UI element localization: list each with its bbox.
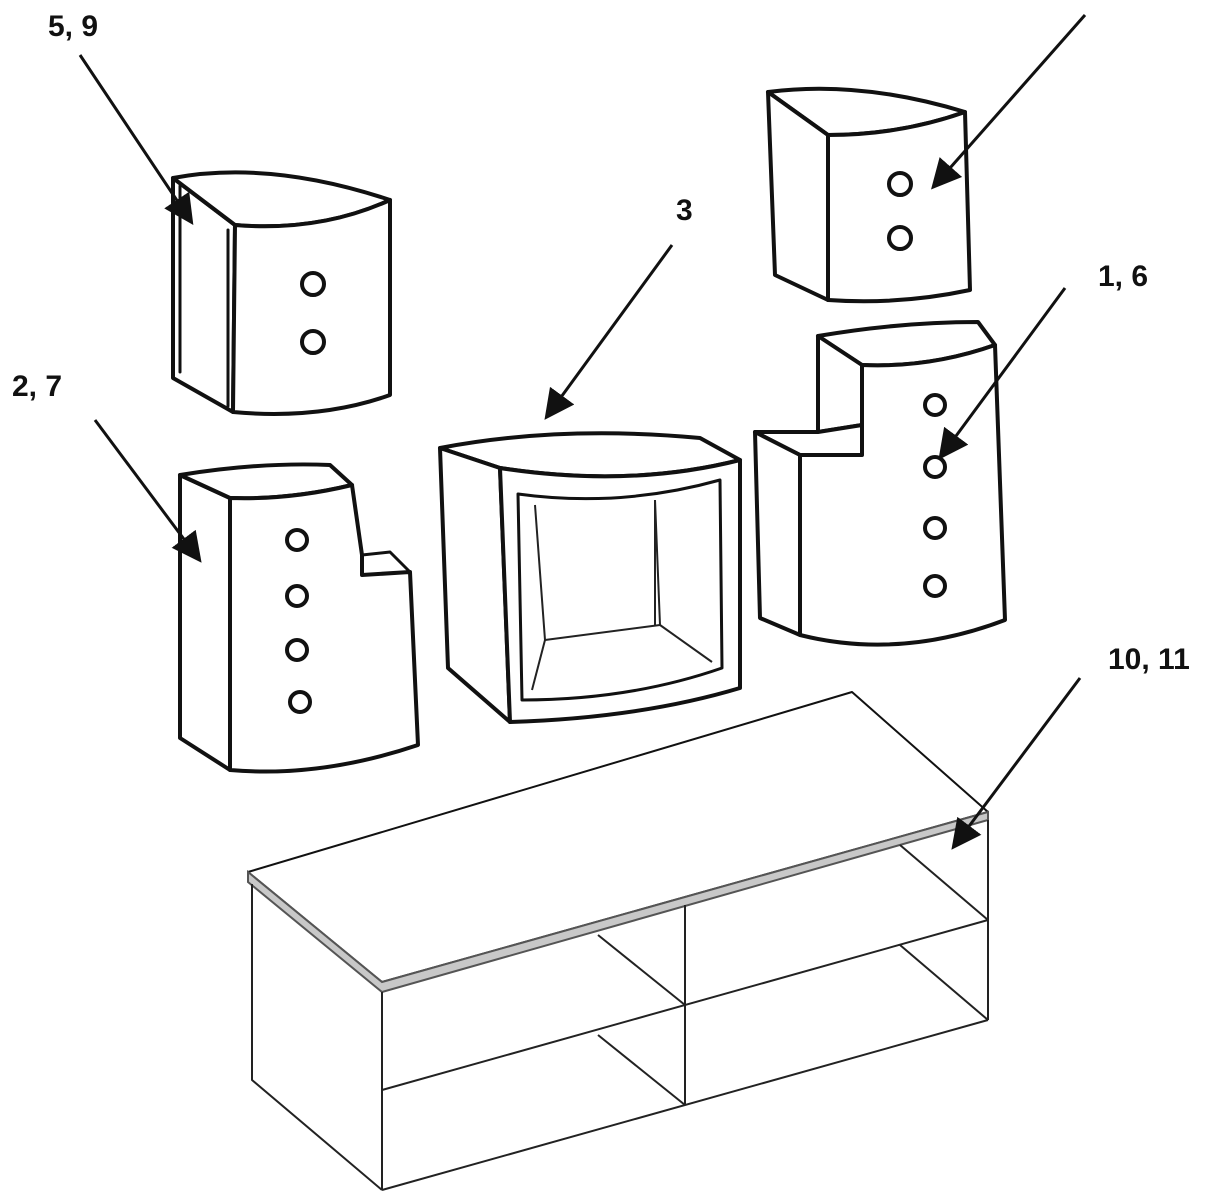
knob — [887, 225, 913, 251]
cabinet-stepped-right — [753, 320, 1007, 647]
knob — [887, 171, 913, 197]
knob — [923, 393, 947, 417]
label-top-left: 5, 9 — [48, 10, 99, 43]
cabinet-open-center — [438, 431, 742, 724]
knob — [923, 455, 947, 479]
knob — [285, 638, 309, 662]
leader-left — [93, 419, 202, 563]
cabinet-top-right — [766, 86, 972, 304]
knob — [300, 271, 326, 297]
label-right: 1, 6 — [1098, 260, 1149, 293]
leader-top-left — [78, 54, 194, 225]
label-center: 3 — [676, 194, 693, 227]
knob — [285, 528, 309, 552]
leader-bottom-right — [951, 677, 1082, 850]
label-left: 2, 7 — [12, 370, 63, 403]
leader-top-right — [931, 14, 1087, 190]
label-bottom-right: 10, 11 — [1108, 643, 1190, 676]
leader-right — [938, 287, 1067, 460]
knob — [288, 690, 312, 714]
cabinet-stepped-left — [178, 462, 420, 774]
leader-center — [544, 244, 674, 420]
knob — [923, 574, 947, 598]
knob — [923, 516, 947, 540]
knob — [300, 329, 326, 355]
knob — [285, 584, 309, 608]
cabinet-top-left — [171, 170, 392, 416]
tv-stand-base — [247, 691, 989, 1191]
